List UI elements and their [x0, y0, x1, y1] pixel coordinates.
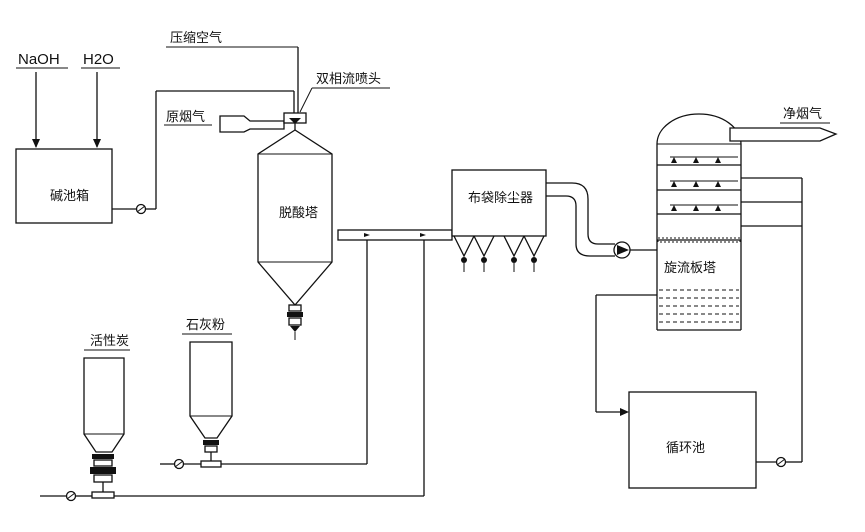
drain-arrow-icon — [620, 408, 629, 416]
circulation-tank: 循环池 — [628, 391, 757, 489]
bag-filter-label: 布袋除尘器 — [468, 191, 533, 206]
spray-headers — [670, 156, 738, 211]
activated-carbon-label: 活性炭 — [90, 334, 129, 349]
duct-to-rotary-tower — [546, 182, 657, 259]
deacid-tower: 脱酸塔 — [257, 112, 333, 340]
deacid-tower-label: 脱酸塔 — [279, 206, 318, 221]
circulation-tank-label: 循环池 — [666, 441, 705, 456]
activated-carbon-silo: 活性炭 — [83, 334, 130, 499]
nozzle-callout: 双相流喷头 — [299, 72, 390, 113]
clean-flue-gas-outlet: 净烟气 — [729, 106, 838, 142]
liquid-level — [659, 289, 739, 323]
raw-flue-gas-inlet: 原烟气 — [164, 109, 285, 133]
rotary-plate-tower: 旋流板塔 — [656, 113, 742, 331]
carbon-injection-line — [40, 240, 425, 502]
recirculation-lines — [741, 177, 803, 468]
stack-duct-icon — [729, 127, 838, 142]
flue-duct-icon — [219, 115, 285, 133]
duct-to-bag-filter — [337, 229, 453, 241]
rotary-plate-tower-label: 旋流板塔 — [664, 261, 716, 276]
two-phase-nozzle-label: 双相流喷头 — [316, 72, 381, 87]
clean-flue-gas-label: 净烟气 — [783, 106, 822, 122]
lime-injection-line — [160, 240, 368, 470]
raw-flue-gas-label: 原烟气 — [166, 109, 205, 125]
lime-powder-label: 石灰粉 — [186, 318, 225, 333]
alkali-feed-line — [112, 90, 295, 215]
bag-filter: 布袋除尘器 — [451, 169, 547, 272]
naoh-input: NaOH — [16, 51, 68, 148]
alkali-tank-label: 碱池箱 — [50, 188, 89, 204]
alkali-tank: 碱池箱 — [15, 148, 113, 224]
compressed-air-label: 压缩空气 — [170, 30, 222, 46]
naoh-label: NaOH — [18, 51, 60, 68]
tower-valve-icon — [290, 326, 300, 332]
compressed-air-line: 压缩空气 — [166, 30, 299, 113]
h2o-input: H2O — [81, 51, 120, 148]
h2o-label: H2O — [83, 51, 114, 68]
h2o-arrow-icon — [93, 139, 101, 148]
naoh-arrow-icon — [32, 139, 40, 148]
hopper-valves — [461, 257, 537, 272]
lime-powder-silo: 石灰粉 — [182, 318, 233, 468]
tower-drain-line — [595, 294, 657, 416]
